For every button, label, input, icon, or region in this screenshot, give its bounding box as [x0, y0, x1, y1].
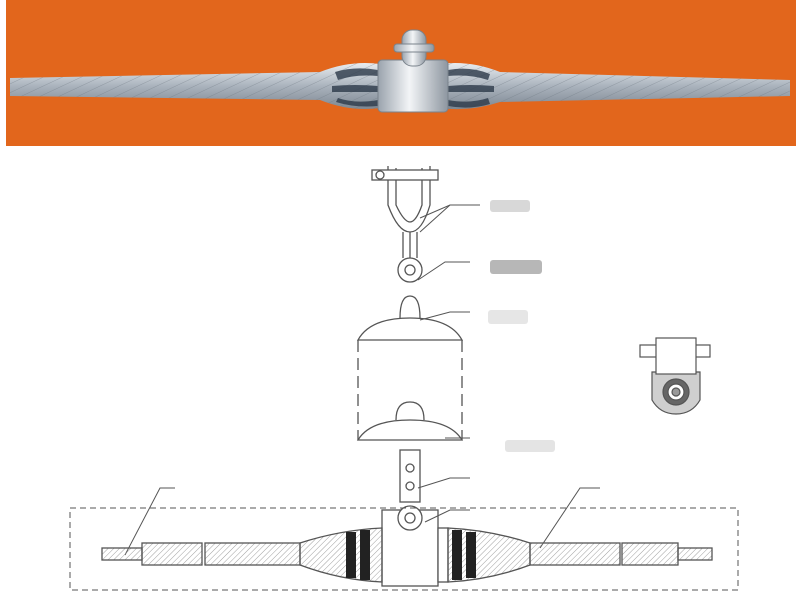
elastomer-inserts — [346, 530, 476, 580]
assembly-drawing — [69, 166, 739, 591]
insulator-bottom-cap — [356, 419, 464, 441]
socket-cap — [399, 295, 421, 319]
armor-rods-photo — [332, 68, 494, 108]
armor-rod-right — [621, 542, 679, 566]
cable-end-right — [677, 547, 713, 561]
lower-link — [399, 449, 421, 503]
faded-labels — [488, 200, 555, 452]
clamp-side-view — [639, 337, 711, 415]
clamp-bolt-photo — [393, 43, 435, 53]
leader-lines — [124, 204, 600, 556]
clamp-body-photo — [377, 59, 449, 113]
ball-eye — [397, 257, 423, 283]
product-photo — [6, 0, 796, 146]
clamp-pin — [397, 505, 423, 531]
insulator-ball — [395, 401, 425, 421]
cable-section-frame — [69, 507, 739, 591]
insulator-top-cap — [356, 317, 464, 341]
shackle — [371, 166, 439, 233]
cable-end-left — [101, 547, 143, 561]
armor-rod-left — [141, 542, 203, 566]
